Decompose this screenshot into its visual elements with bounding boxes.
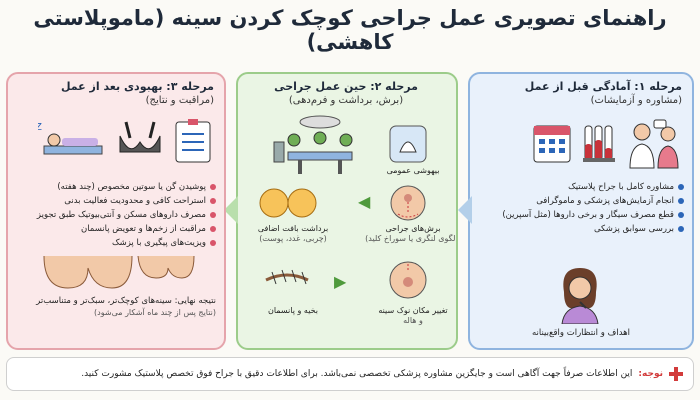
result-text: نتیجه نهایی: سینه‌های کوچک‌تر، سبک‌تر و … bbox=[36, 296, 216, 317]
stage3-list: پوشیدن گن یا سوتین مخصوص (چند هفته) استر… bbox=[37, 180, 217, 250]
disclaimer-note: نوجه: این اطلاعات صرفاً جهت آگاهی است و … bbox=[6, 357, 694, 391]
list-item: پوشیدن گن یا سوتین مخصوص (چند هفته) bbox=[37, 180, 217, 194]
stitches-icon bbox=[265, 269, 309, 285]
stage1-list: مشاوره کامل با جراح پلاستیک انجام آزمایش… bbox=[502, 180, 684, 236]
test-tubes-icon bbox=[583, 125, 615, 162]
step-nipple-reposition: تغییر مکان نوک سینه و هاله bbox=[378, 306, 448, 325]
medical-cross-icon bbox=[669, 367, 683, 381]
note-label: نوجه: bbox=[638, 369, 663, 379]
stage3-heading: مرحله ۳: بهبودی بعد از عمل bbox=[60, 80, 214, 93]
step-anesthesia: بیهوشی عمومی bbox=[386, 166, 440, 175]
stage3-icons: Z bbox=[38, 118, 216, 166]
tissue-removal-icon bbox=[259, 188, 317, 218]
doctor-consultation-icon bbox=[629, 119, 679, 169]
list-item: مصرف داروهای مسکن و آنتی‌بیوتیک طبق تجوی… bbox=[37, 208, 217, 222]
stage3-subheading: (مراقبت و نتایج) bbox=[145, 95, 214, 106]
stage3-panel: مرحله ۳: بهبودی بعد از عمل (مراقبت و نتا… bbox=[6, 72, 226, 350]
step-incision: برش‌های جراحی (الگوی لنگری یا سوراخ کلید… bbox=[365, 224, 458, 243]
operating-room-icon bbox=[273, 115, 353, 174]
page-title: راهنمای تصویری عمل جراحی کوچک کردن سینه … bbox=[33, 6, 667, 54]
note-text: این اطلاعات صرفاً جهت آگاهی است و جایگزی… bbox=[81, 369, 633, 379]
before-after-illustration bbox=[43, 255, 195, 289]
list-item: ویزیت‌های پیگیری با پزشک bbox=[37, 236, 217, 250]
list-item: قطع مصرف سیگار و برخی داروها (مثل آسپرین… bbox=[502, 208, 684, 222]
list-item: مشاوره کامل با جراح پلاستیک bbox=[502, 180, 684, 194]
list-item: انجام آزمایش‌های پزشکی و ماموگرافی bbox=[502, 194, 684, 208]
step-tissue-removal: برداشت بافت اضافی (چربی، غدد، پوست) bbox=[257, 224, 329, 243]
stage1-icons bbox=[532, 118, 684, 170]
list-item: مراقبت از زخم‌ها و تعویض پانسمان bbox=[37, 222, 217, 236]
stage2-subheading: (برش، برداشت و فرم‌دهی) bbox=[288, 95, 404, 106]
stage2-heading: مرحله ۲: حین عمل جراحی bbox=[274, 80, 418, 93]
stage1-subheading: (مشاوره و آزمایشات) bbox=[590, 95, 682, 106]
flow-arrow-1 bbox=[458, 196, 472, 224]
step-arrow: ▶ bbox=[334, 272, 347, 291]
list-item: بررسی سوابق پزشکی bbox=[502, 222, 684, 236]
incision-pattern-icon bbox=[390, 185, 426, 221]
resting-patient-icon: Z bbox=[38, 122, 103, 155]
stage1-heading: مرحله ۱: آمادگی قبل از عمل bbox=[524, 80, 682, 93]
medical-checklist-icon bbox=[175, 119, 211, 163]
list-item: استراحت کافی و محدودیت فعالیت بدنی bbox=[37, 194, 217, 208]
step-arrow: ◀ bbox=[358, 192, 371, 211]
anesthesia-mask-icon bbox=[389, 125, 427, 163]
flow-arrow-2 bbox=[224, 196, 238, 224]
step-stitches: بخیه و پانسمان bbox=[267, 306, 318, 315]
calendar-icon bbox=[533, 125, 571, 163]
thinking-woman-icon bbox=[561, 268, 599, 324]
nipple-reposition-icon bbox=[389, 261, 427, 299]
svg-text:Z: Z bbox=[38, 122, 42, 133]
stage1-caption: اهداف و انتظارات واقع‌بینانه bbox=[531, 328, 631, 338]
support-bra-icon bbox=[119, 121, 161, 153]
stage2-panel: مرحله ۲: حین عمل جراحی (برش، برداشت و فر… bbox=[236, 72, 458, 350]
stage1-panel: مرحله ۱: آمادگی قبل از عمل (مشاوره و آزم… bbox=[468, 72, 694, 350]
